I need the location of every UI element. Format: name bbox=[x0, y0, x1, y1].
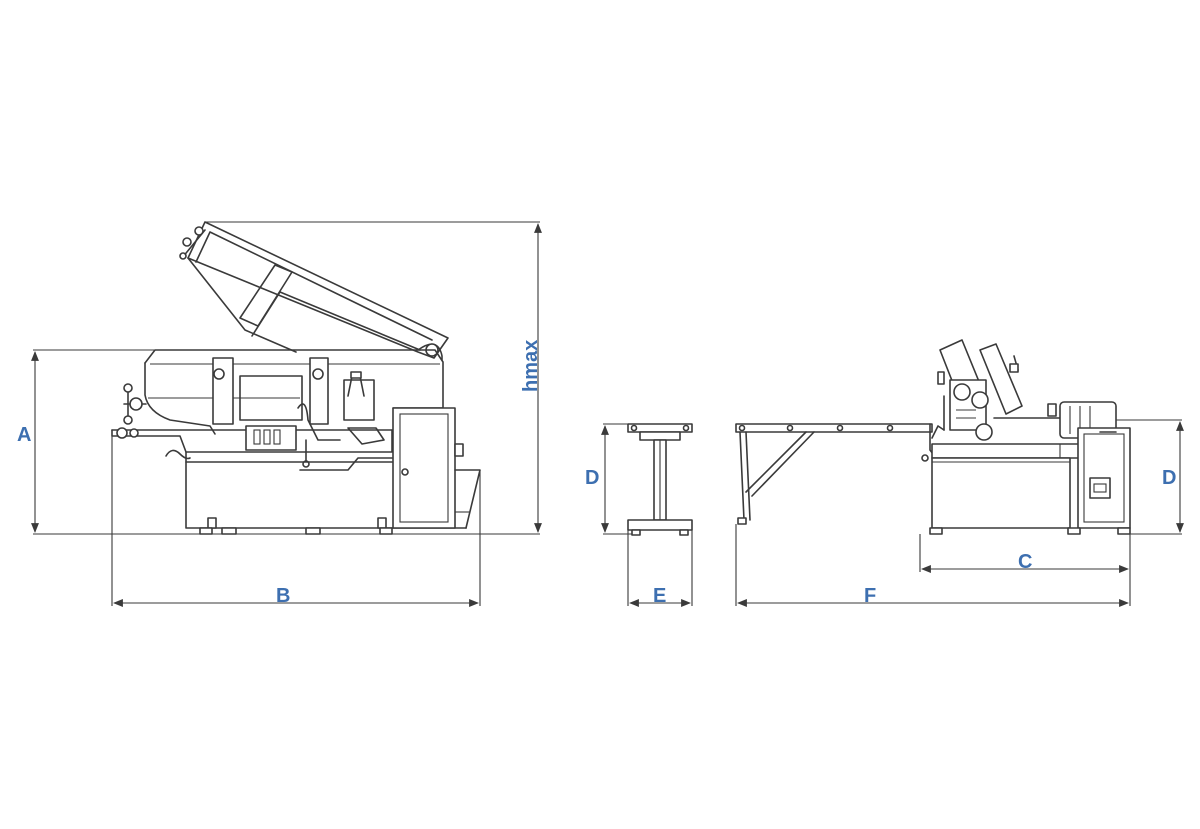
dimension-label-f: F bbox=[864, 585, 876, 607]
dimension-label-hmax: hmax bbox=[520, 340, 542, 392]
dimension-label-a: A bbox=[17, 424, 31, 446]
side-view-machine bbox=[735, 339, 1131, 535]
roller-stand-dimensions bbox=[601, 423, 693, 607]
dimension-label-d-right: D bbox=[1162, 467, 1176, 489]
dimension-label-e: E bbox=[653, 585, 666, 607]
front-view-dimensions bbox=[31, 221, 542, 607]
dimension-label-b: B bbox=[276, 585, 290, 607]
side-view-dimensions bbox=[735, 419, 1184, 607]
front-view-machine bbox=[111, 221, 481, 535]
dimension-label-d-left: D bbox=[585, 467, 599, 489]
dimension-label-c: C bbox=[1018, 551, 1032, 573]
roller-stand bbox=[627, 423, 693, 536]
